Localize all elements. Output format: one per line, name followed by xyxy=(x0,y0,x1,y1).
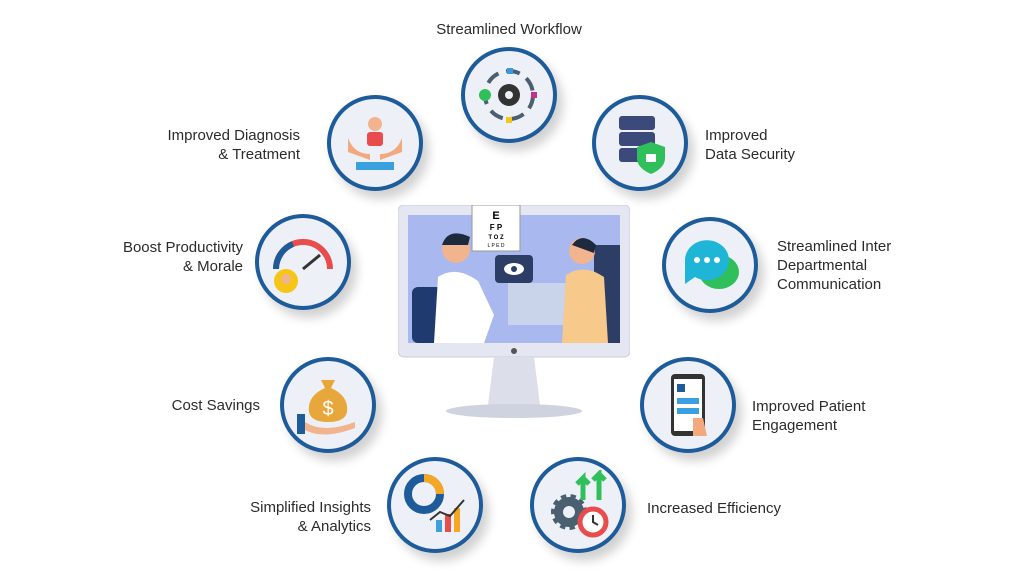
eye-chart: E F P T O Z L P E D xyxy=(471,205,521,252)
label-cost: Cost Savings xyxy=(120,396,260,415)
gear-clock-icon xyxy=(551,470,609,538)
label-line: Increased Efficiency xyxy=(647,500,781,517)
label-insights: Simplified Insights & Analytics xyxy=(200,498,371,536)
label-line: & Analytics xyxy=(297,518,371,535)
node-engagement xyxy=(640,357,736,453)
node-efficiency xyxy=(530,457,626,553)
node-security xyxy=(592,95,688,191)
mobile-app-icon xyxy=(671,374,707,436)
node-diagnosis xyxy=(327,95,423,191)
analytics-chart-icon xyxy=(404,474,465,532)
eye-chart-row: T O Z xyxy=(488,235,504,241)
label-line: Engagement xyxy=(752,417,838,434)
eye-chart-row: F P xyxy=(490,223,503,232)
label-efficiency: Increased Efficiency xyxy=(647,499,781,518)
label-line: Boost Productivity xyxy=(122,239,243,256)
label-line: Data Security xyxy=(705,146,796,163)
label-line: Departmental xyxy=(777,257,868,274)
server-shield-icon xyxy=(619,116,665,174)
label-line: Improved Diagnosis xyxy=(167,127,300,144)
eye-exam-monitor-illustration: E F P T O Z L P E D xyxy=(398,205,630,418)
node-insights xyxy=(387,457,483,553)
eye-chart-row: L P E D xyxy=(488,243,505,249)
svg-text:$: $ xyxy=(322,398,333,420)
label-line: & Treatment xyxy=(218,146,300,163)
chat-bubbles-icon xyxy=(685,240,739,289)
gauge-icon xyxy=(273,239,333,293)
label-line: Cost Savings xyxy=(171,397,260,414)
label-line: Simplified Insights xyxy=(250,499,371,516)
patient-care-icon xyxy=(348,117,402,170)
money-bag-icon: $ xyxy=(297,380,355,435)
node-communication xyxy=(662,217,758,313)
label-line: Streamlined Inter xyxy=(777,238,892,255)
label-line: & Morale xyxy=(182,258,243,275)
label-productivity: Boost Productivity & Morale xyxy=(60,238,243,276)
label-line: Communication xyxy=(777,276,882,293)
label-line: Improved Patient xyxy=(752,398,866,415)
node-workflow xyxy=(461,47,557,143)
label-diagnosis: Improved Diagnosis & Treatment xyxy=(120,126,300,164)
gear-workflow-icon xyxy=(479,68,537,123)
label-workflow: Streamlined Workflow xyxy=(400,20,618,39)
label-line: Improved xyxy=(705,127,768,144)
node-productivity xyxy=(255,214,351,310)
eye-chart-row: E xyxy=(492,210,499,222)
label-line: Streamlined Workflow xyxy=(436,21,582,38)
node-cost: $ xyxy=(280,357,376,453)
